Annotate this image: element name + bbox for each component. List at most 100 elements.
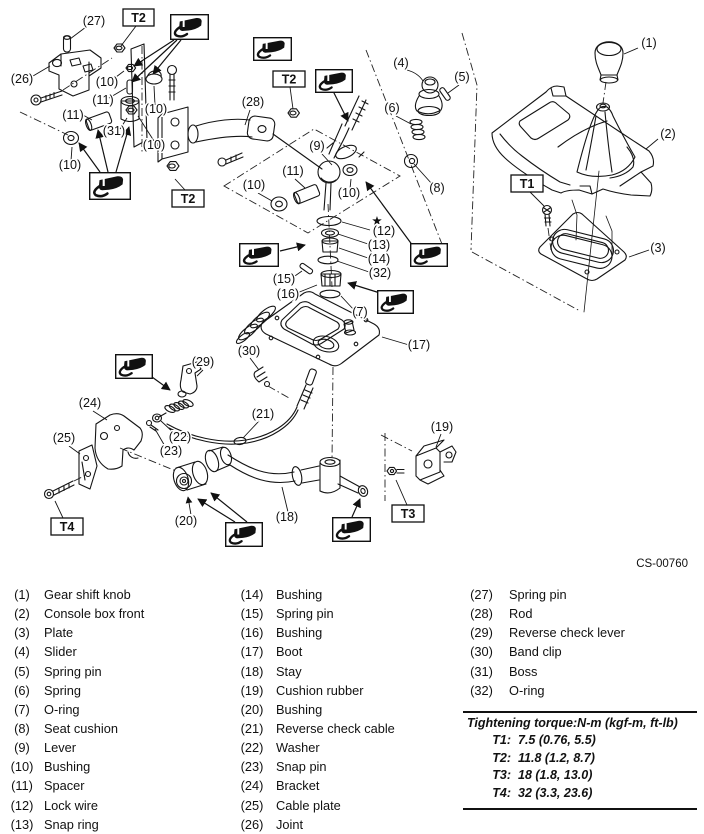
svg-text:T2: T2: [181, 192, 196, 206]
part-number: (28): [470, 606, 493, 622]
part-reverse-check-cable-21: [166, 368, 317, 446]
part-bushings-spacer-center: [270, 163, 358, 212]
part-name: Bushing: [44, 759, 91, 775]
torque-label: T1:: [492, 733, 511, 747]
part-number: (14): [240, 587, 264, 603]
callout-24: (24): [79, 396, 101, 410]
callout-22: (22): [169, 430, 191, 444]
part-spring-pin-5: [439, 87, 451, 101]
parts-list-item: (23)Snap pin: [237, 757, 395, 776]
parts-list-item: (19)Cushion rubber: [237, 681, 395, 700]
torque-value: 18 (1.8, 13.0): [518, 768, 593, 783]
part-spacer-11-left: [84, 111, 113, 132]
svg-text:T3: T3: [401, 507, 416, 521]
part-boot-17: [235, 291, 380, 367]
parts-list-item: (22)Washer: [237, 738, 395, 757]
torque-tag-T1: T1: [510, 174, 544, 193]
part-lever-9: [317, 95, 369, 211]
part-name: O-ring: [509, 682, 545, 698]
part-number: (23): [240, 759, 264, 775]
apply-grease-icon: [169, 13, 209, 41]
parts-list-item: (25)Cable plate: [237, 796, 395, 815]
part-number: (16): [240, 625, 264, 641]
callout-18: (18): [276, 510, 298, 524]
part-number: (17): [240, 644, 264, 660]
part-name: Cushion rubber: [276, 682, 364, 698]
part-name: Snap ring: [44, 816, 99, 832]
part-clevis-bracket: [157, 106, 189, 163]
part-plate-3: [538, 170, 627, 313]
part-number: (6): [14, 682, 30, 698]
torque-tag-T2: T2: [171, 189, 205, 208]
part-number: (27): [470, 587, 493, 603]
part-bolt-joint: [30, 90, 63, 106]
torque-tag-T2: T2: [122, 8, 155, 27]
part-band-clip-30: [253, 366, 271, 388]
callout-10: (10): [143, 138, 165, 152]
parts-list-item: (30)Band clip: [465, 642, 625, 661]
callout-21: (21): [252, 407, 274, 421]
parts-list-column-3: (27)Spring pin(28)Rod(29)Reverse check l…: [465, 585, 625, 700]
torque-label: T3:: [492, 768, 511, 783]
torque-row: T4:32 (3.3, 23.6): [463, 785, 697, 803]
part-name: Washer: [276, 740, 320, 756]
part-snap-pin-23: [145, 419, 159, 432]
parts-list-item: (27)Spring pin: [465, 585, 625, 604]
parts-list-item: (2)Console box front: [6, 604, 144, 623]
part-name: Stay: [276, 663, 302, 679]
figure-code: CS-00760: [636, 558, 688, 570]
part-rod-28: [187, 115, 323, 170]
part-number: (32): [470, 682, 493, 698]
callout-28: (28): [242, 95, 264, 109]
parts-list-item: (32) O-ring: [465, 681, 625, 700]
part-name: Reverse check lever: [509, 625, 625, 641]
part-number: (2): [14, 606, 30, 622]
parts-list-item: (10)Bushing: [6, 757, 144, 776]
callout-1: (1): [641, 36, 656, 50]
torque-row: T2:11.8 (1.2, 8.7): [463, 750, 697, 768]
torque-label: T2:: [492, 750, 511, 765]
part-number: (4): [14, 644, 30, 660]
part-name: Reverse check cable: [276, 721, 395, 737]
part-reverse-check-lever-29: [177, 361, 202, 398]
apply-grease-icon: [238, 242, 279, 268]
apply-grease-icon: [88, 171, 131, 201]
callout-6: (6): [384, 101, 399, 115]
parts-list-item: (26)Joint: [237, 815, 395, 834]
callout-14: (14): [368, 252, 390, 266]
part-name: Boss: [509, 663, 538, 679]
parts-list-item: (20)Bushing: [237, 700, 395, 719]
callout-7: (7): [352, 305, 367, 319]
callout-16: (16): [277, 287, 299, 301]
callout-29: (29): [192, 355, 214, 369]
part-name: Boot: [276, 644, 303, 660]
part-stack-lockwire-snapring-bushing-oring: [299, 215, 342, 299]
parts-list-item: (6)Spring: [6, 681, 144, 700]
callout-30: (30): [238, 344, 260, 358]
callout-20: (20): [175, 514, 197, 528]
apply-grease-icon: [314, 68, 353, 94]
part-name: Band clip: [509, 644, 562, 660]
part-name: Joint: [276, 816, 304, 832]
parts-list-item: (17) Boot: [237, 642, 395, 661]
callout-31: (31): [103, 124, 125, 138]
callout-5: (5): [454, 70, 469, 84]
part-name: Gear shift knob: [44, 587, 131, 603]
torque-tag-T2: T2: [272, 70, 306, 88]
star-note: ★: [371, 214, 382, 228]
parts-list-item: (21)Reverse check cable: [237, 719, 395, 738]
part-number: (24): [240, 778, 264, 794]
callout-2: (2): [660, 127, 675, 141]
callout-12: (12): [373, 224, 395, 238]
parts-list-item: (9)Lever: [6, 738, 144, 757]
parts-list-item: (5)Spring pin: [6, 662, 144, 681]
callout-19: (19): [431, 420, 453, 434]
part-gear-shift-knob-1: [594, 41, 624, 84]
callout-13: (13): [368, 238, 390, 252]
part-number: (18): [240, 663, 264, 679]
part-cushion-rubber-19: [415, 439, 457, 485]
part-name: Spring pin: [276, 606, 334, 622]
callout-11: (11): [62, 108, 83, 122]
leader-lines: [32, 25, 659, 519]
part-console-box-front-2: [491, 85, 655, 197]
